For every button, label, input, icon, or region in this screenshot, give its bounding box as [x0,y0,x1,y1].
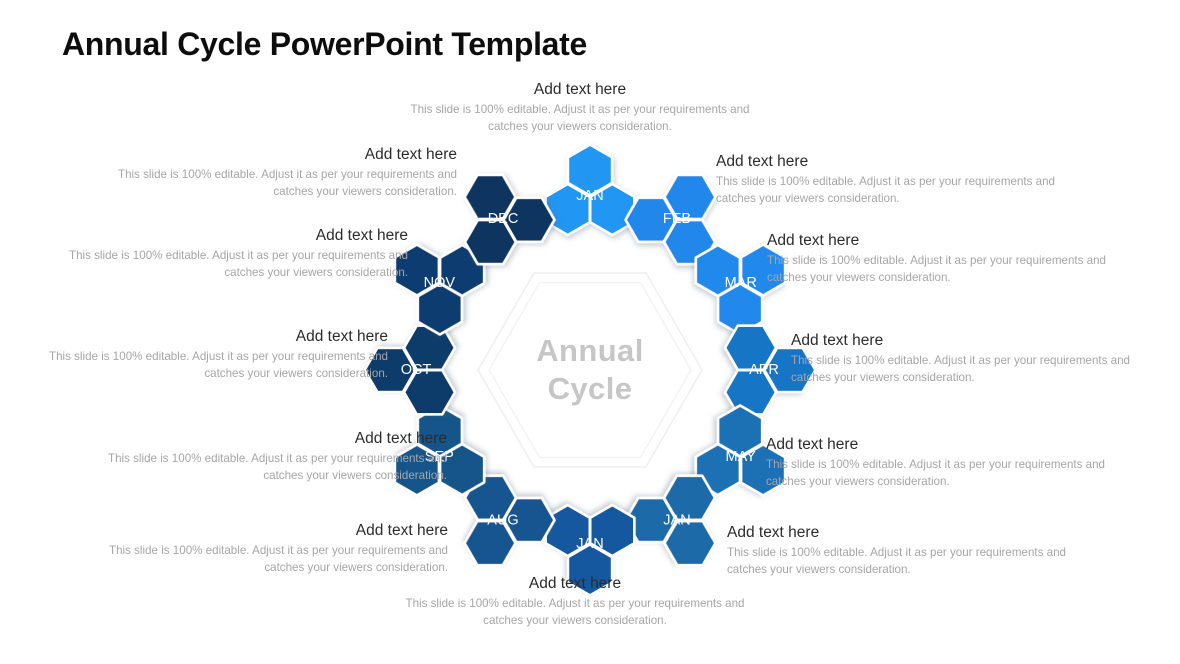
month-cluster-apr[interactable] [723,324,817,416]
hexagon-mar-3 [716,282,764,336]
callout-left-3-heading: Add text here [295,328,388,345]
page-title: Annual Cycle PowerPoint Template [62,26,588,62]
hexagon-jul-3 [544,503,592,558]
callout-left-4: Add text here This slide is 100% editabl… [107,429,447,485]
callout-right-1-heading: Add text here [716,153,809,170]
callout-right-4: Add text here This slide is 100% editabl… [766,435,1111,491]
callout-right-4-body: This slide is 100% editable. Adjust it a… [766,458,1105,489]
hexagon-jun-3 [624,496,678,544]
callout-left-4-body: This slide is 100% editable. Adjust it a… [108,452,447,483]
callout-top-heading: Add text here [533,81,627,98]
callout-right-2-heading: Add text here [767,232,860,249]
hexagon-oct-3 [402,324,457,372]
month-label-oct: OCT [401,362,432,378]
month-cluster-jul[interactable] [544,503,636,597]
callout-right-3-heading: Add text here [791,332,884,349]
callout-right-5: Add text here This slide is 100% editabl… [727,523,1072,579]
month-label-sep: SEP [425,449,454,465]
callout-left-3: Add text here This slide is 100% editabl… [48,327,388,383]
callout-left-2-heading: Add text here [315,227,408,244]
callout-left-2-body: This slide is 100% editable. Adjust it a… [69,249,408,280]
month-cluster-jun[interactable] [619,465,741,588]
callout-right-5-heading: Add text here [727,524,820,541]
hexagon-dec-3 [502,196,556,244]
callout-left-1-body: This slide is 100% editable. Adjust it a… [118,168,457,199]
hexagon-sep-3 [416,404,464,458]
callout-left-5-heading: Add text here [355,522,448,539]
callout-right-1-body: This slide is 100% editable. Adjust it a… [716,175,1055,206]
month-cluster-sep[interactable] [373,399,496,521]
callout-right-1: Add text here This slide is 100% editabl… [716,152,1061,208]
month-label-jul: JAN [576,536,603,552]
callout-right-2-body: This slide is 100% editable. Adjust it a… [767,254,1106,285]
month-label-jun: JAN [663,513,690,529]
callout-right-3-body: This slide is 100% editable. Adjust it a… [791,354,1130,385]
hexagon-apr-3 [723,368,778,416]
month-cluster-dec[interactable] [439,153,561,276]
callout-top-body: This slide is 100% editable. Adjust it a… [410,103,750,134]
callout-top: Add text here This slide is 100% editabl… [410,80,750,136]
callout-bottom: Add text here This slide is 100% editabl… [405,574,745,630]
callout-left-3-body: This slide is 100% editable. Adjust it a… [49,350,388,381]
wheel-svg: JAN FEB MAR APR MAY JAN JAN AUG SEP OCT NOV DEC [363,143,817,597]
callout-left-5-body: This slide is 100% editable. Adjust it a… [109,544,448,575]
callout-bottom-heading: Add text here [528,575,622,592]
month-cluster-feb[interactable] [619,153,741,276]
month-cluster-oct[interactable] [363,324,457,416]
callout-right-3: Add text here This slide is 100% editabl… [791,331,1136,387]
month-label-aug: AUG [487,513,518,529]
callout-right-5-body: This slide is 100% editable. Adjust it a… [727,546,1066,577]
month-label-feb: FEB [663,211,691,227]
month-cluster-mar[interactable] [685,219,808,341]
callout-right-2: Add text here This slide is 100% editabl… [767,231,1112,287]
month-label-apr: APR [749,362,779,378]
month-label-dec: DEC [488,211,519,227]
callout-left-1: Add text here This slide is 100% editabl… [117,145,457,201]
month-label-nov: NOV [424,275,456,291]
month-cluster-jan[interactable] [544,143,636,237]
callout-left-1-heading: Add text here [364,146,457,163]
hexagon-jan-3 [588,182,636,237]
center-hexagon-outline [477,272,703,468]
callout-left-2: Add text here This slide is 100% editabl… [68,226,408,282]
callout-left-5: Add text here This slide is 100% editabl… [108,521,448,577]
callout-bottom-body: This slide is 100% editable. Adjust it a… [405,597,745,628]
month-label-jan: JAN [576,188,603,204]
callout-right-4-heading: Add text here [766,436,859,453]
callout-left-4-heading: Add text here [354,430,447,447]
month-label-mar: MAR [725,275,757,291]
month-label-may: MAY [726,449,757,465]
